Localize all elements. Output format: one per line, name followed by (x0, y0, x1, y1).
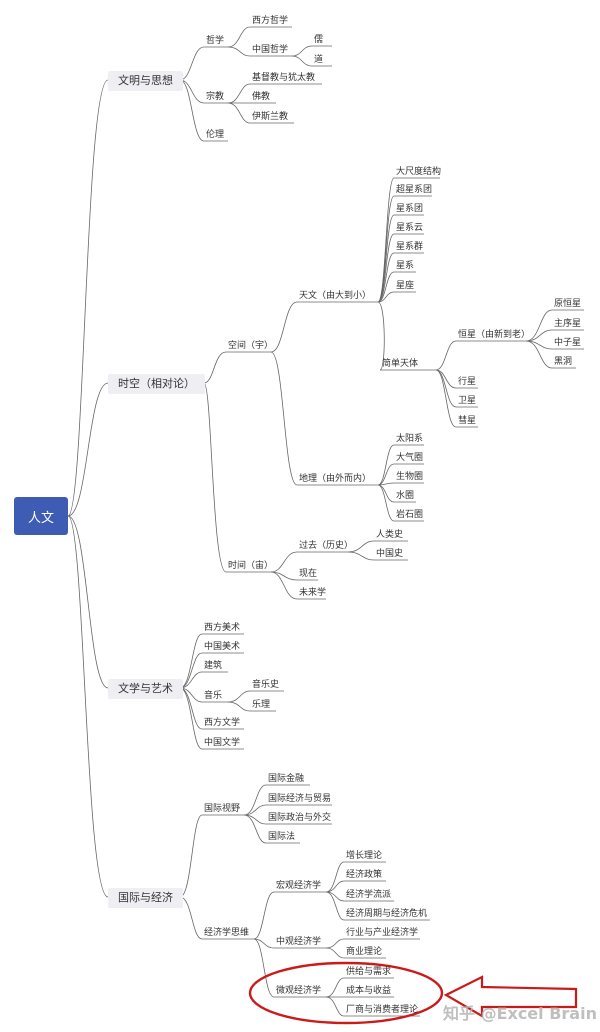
highlight-ellipse (248, 961, 444, 1025)
node-weiguan[interactable]: 微观经济学 (276, 986, 322, 996)
node-dao[interactable]: 道 (314, 55, 324, 65)
node-dili[interactable]: 地理（由外而内） (299, 474, 372, 484)
node-chaoxingxituan[interactable]: 超星系团 (396, 185, 433, 195)
node-fojiao[interactable]: 佛教 (252, 92, 271, 102)
node-yanshiquan[interactable]: 岩石圈 (396, 510, 424, 520)
node-guoji-jingji-maoyi[interactable]: 国际经济与贸易 (268, 794, 332, 804)
node-daqiquan[interactable]: 大气圈 (396, 453, 424, 463)
node-jingji-zhengce[interactable]: 经济政策 (346, 870, 383, 880)
watermark: 知乎 @Excel Brain (443, 1004, 597, 1023)
node-chengben-shouyi[interactable]: 成本与收益 (346, 986, 392, 996)
node-xingxiyun[interactable]: 星系云 (396, 223, 424, 233)
node-guoji-jinrong[interactable]: 国际金融 (268, 774, 305, 784)
node-shangye[interactable]: 商业理论 (346, 947, 383, 957)
node-heidong[interactable]: 黑洞 (554, 357, 573, 367)
node-zhouqi[interactable]: 经济周期与经济危机 (346, 909, 428, 919)
node-zhuxuxing[interactable]: 主序星 (554, 319, 582, 329)
node-guoji-jingji[interactable]: 国际与经济 (108, 888, 183, 908)
node-taiyangxi[interactable]: 太阳系 (396, 434, 424, 444)
node-jiandan-tianti[interactable]: 简单天体 (382, 359, 419, 369)
node-zhongguoshi[interactable]: 中国史 (376, 549, 404, 559)
node-jianzhu[interactable]: 建筑 (204, 661, 223, 671)
node-xingxituan[interactable]: 星系团 (396, 204, 424, 214)
node-gongji-xuqiu[interactable]: 供给与需求 (346, 967, 392, 977)
node-zhongguan[interactable]: 中观经济学 (276, 937, 322, 947)
node-xifang-zhexue[interactable]: 西方哲学 (252, 16, 289, 26)
node-ru[interactable]: 儒 (314, 35, 324, 45)
node-tianwen[interactable]: 天文（由大到小） (299, 291, 372, 301)
node-zhongzixing[interactable]: 中子星 (554, 338, 582, 348)
node-xingxi[interactable]: 星系 (396, 261, 415, 271)
node-yinyue[interactable]: 音乐 (204, 691, 223, 701)
node-changshang[interactable]: 厂商与消费者理论 (346, 1005, 419, 1015)
node-yuanhengxing[interactable]: 原恒星 (554, 299, 582, 309)
node-hongguan[interactable]: 宏观经济学 (276, 881, 322, 891)
root-node[interactable]: 人文 (14, 497, 68, 535)
node-hangye[interactable]: 行业与产业经济学 (346, 928, 419, 938)
node-guojifa[interactable]: 国际法 (268, 832, 296, 842)
node-xingzuo[interactable]: 星座 (396, 281, 415, 291)
node-shengwuquan[interactable]: 生物圈 (396, 472, 424, 482)
node-guoqu[interactable]: 过去（历史） (299, 541, 354, 551)
highlight-arrow (443, 975, 578, 1018)
node-zhongguo-meishu[interactable]: 中国美术 (204, 642, 241, 652)
node-kongjian[interactable]: 空间（宇） (228, 341, 274, 351)
node-yueli[interactable]: 乐理 (252, 700, 271, 710)
node-zhexue[interactable]: 哲学 (206, 36, 225, 46)
node-jidujiao[interactable]: 基督教与犹太教 (252, 73, 316, 83)
node-lunli[interactable]: 伦理 (206, 130, 225, 140)
node-xingxiqun[interactable]: 星系群 (396, 242, 424, 252)
node-jingjixue-siwei[interactable]: 经济学思维 (204, 928, 250, 938)
node-zhongguo-zhexue[interactable]: 中国哲学 (252, 45, 289, 55)
node-guoji-zhengzhi[interactable]: 国际政治与外交 (268, 813, 332, 823)
node-xifang-meishu[interactable]: 西方美术 (204, 623, 241, 633)
node-hengxing[interactable]: 恒星（由新到老） (458, 330, 531, 340)
node-liupai[interactable]: 经济学流派 (346, 890, 392, 900)
node-weilaixue[interactable]: 未来学 (299, 588, 327, 598)
node-huixing[interactable]: 彗星 (458, 416, 477, 426)
node-zengzhang[interactable]: 增长理论 (346, 851, 383, 861)
node-shijian[interactable]: 时间（宙） (228, 561, 274, 571)
node-wenming-sixiang[interactable]: 文明与思想 (108, 71, 183, 91)
node-zhongguo-wenxue[interactable]: 中国文学 (204, 738, 241, 748)
node-zongjiao[interactable]: 宗教 (206, 92, 225, 102)
node-shikong[interactable]: 时空（相对论） (108, 374, 205, 394)
node-yinyueshi[interactable]: 音乐史 (252, 680, 280, 690)
node-dachidu[interactable]: 大尺度结构 (396, 167, 442, 177)
node-weixing[interactable]: 卫星 (458, 396, 477, 406)
node-renleishi[interactable]: 人类史 (376, 530, 404, 540)
node-shuiquan[interactable]: 水圈 (396, 491, 415, 501)
node-wenxue-yishu[interactable]: 文学与艺术 (108, 679, 183, 699)
node-guoji-shiye[interactable]: 国际视野 (204, 804, 241, 814)
node-yisilanjiao[interactable]: 伊斯兰教 (252, 112, 289, 122)
node-xifang-wenxue[interactable]: 西方文学 (204, 718, 241, 728)
node-xianzai[interactable]: 现在 (299, 569, 318, 579)
node-xingxing[interactable]: 行星 (458, 377, 477, 387)
